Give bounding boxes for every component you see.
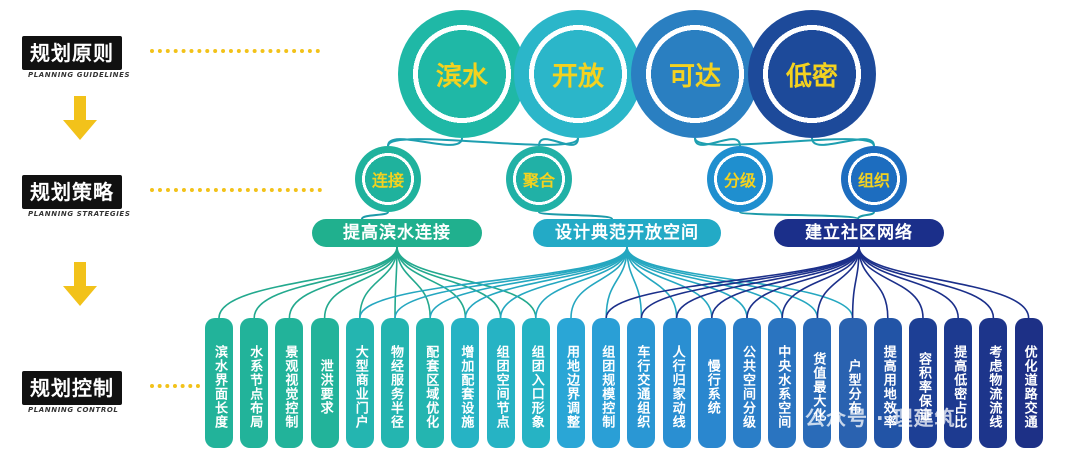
level-title: 规划策略 (22, 175, 122, 209)
goal-control-connector (675, 246, 860, 319)
goal-control-connector (253, 246, 398, 319)
strategy-circle: 分级 (707, 146, 773, 212)
principle-circle: 低密 (748, 10, 876, 138)
goal-control-connector (858, 246, 959, 319)
goal-control-connector (359, 246, 398, 319)
goal-control-connector (605, 246, 628, 319)
goal-control-connector (851, 246, 860, 319)
principle-strategy-connector (387, 137, 463, 147)
principle-strategy-connector (538, 137, 579, 147)
level-dotted-line (150, 49, 320, 53)
goal-control-connector (711, 246, 860, 319)
goal-control-connector (858, 246, 889, 319)
control-column: 人行归家动线 (662, 318, 691, 448)
goal-control-connector (394, 246, 398, 319)
goal-control-connector (499, 246, 628, 319)
level-title: 规划原则 (22, 36, 122, 70)
goal-control-connector (858, 246, 1030, 319)
strategy-goal-connector (361, 211, 389, 220)
strategy-goal-connector (538, 211, 613, 220)
goal-control-connector (464, 246, 628, 319)
control-column: 货值最大化 (803, 318, 832, 448)
principle-strategy-connector (694, 137, 741, 147)
strategy-goal-connector (739, 211, 859, 220)
goal-control-connector (323, 246, 398, 319)
control-column: 配套区域优化 (416, 318, 445, 448)
strategy-goal-connector (857, 211, 875, 220)
goal-control-connector (626, 246, 854, 319)
level-subtitle: PLANNING GUIDELINES (28, 71, 131, 79)
goal-control-connector (429, 246, 628, 319)
goal-control-connector (858, 246, 995, 319)
goal-control-connector (816, 246, 860, 319)
goal-control-connector (394, 246, 628, 319)
control-column: 组团空间节点 (486, 318, 515, 448)
control-column: 提高低密占比 (944, 318, 973, 448)
control-column: 组团入口形象 (521, 318, 550, 448)
goal-pill: 设计典范开放空间 (533, 219, 721, 247)
goal-control-connector (535, 246, 628, 319)
control-column: 增加配套设施 (451, 318, 480, 448)
principle-strategy-connector (811, 137, 875, 147)
principle-strategy-connector (694, 137, 875, 147)
control-column: 泄洪要求 (310, 318, 339, 448)
goal-control-connector (218, 246, 398, 319)
principle-circle: 开放 (514, 10, 642, 138)
control-column: 户型分布 (838, 318, 867, 448)
control-column: 中央水系空间 (768, 318, 797, 448)
control-column: 大型商业门户 (345, 318, 374, 448)
principle-strategy-connector (387, 137, 579, 147)
control-column: 车行交通组织 (627, 318, 656, 448)
goal-control-connector (626, 246, 783, 319)
level-subtitle: PLANNING CONTROL (28, 406, 119, 414)
control-column: 滨水界面长度 (205, 318, 233, 448)
goal-control-connector (640, 246, 860, 319)
level-dotted-line (150, 188, 322, 192)
control-column: 优化道路交通 (1014, 318, 1043, 448)
principle-circle: 滨水 (398, 10, 526, 138)
goal-control-connector (781, 246, 860, 319)
control-column: 考虑物流流线 (979, 318, 1008, 448)
level-title: 规划控制 (22, 371, 122, 405)
watermark-text: 公众号 · 理建筑 (805, 406, 956, 430)
strategy-circle: 聚合 (506, 146, 572, 212)
goal-control-connector (288, 246, 398, 319)
goal-control-connector (626, 246, 713, 319)
goal-control-connector (626, 246, 678, 319)
principle-circle: 可达 (631, 10, 759, 138)
control-column: 提高用地效率 (873, 318, 902, 448)
goal-pill: 提高滨水连接 (312, 219, 482, 247)
goal-control-connector (746, 246, 860, 319)
strategy-circle: 连接 (355, 146, 421, 212)
strategy-circle: 组织 (841, 146, 907, 212)
control-column: 水系节点布局 (240, 318, 269, 448)
goal-control-connector (359, 246, 628, 319)
control-column: 物经服务半径 (381, 318, 409, 448)
level-dotted-line (150, 384, 200, 388)
level-subtitle: PLANNING STRATEGIES (28, 210, 131, 218)
goal-control-connector (626, 246, 643, 319)
control-column: 组团规模控制 (592, 318, 621, 448)
goal-control-connector (570, 246, 628, 319)
goal-pill: 建立社区网络 (774, 219, 944, 247)
goal-control-connector (605, 246, 860, 319)
control-column: 用地边界调整 (557, 318, 585, 448)
control-column: 容积率保证 (909, 318, 937, 448)
control-column: 慢行系统 (697, 318, 726, 448)
goal-control-connector (396, 246, 537, 319)
control-column: 景观视觉控制 (275, 318, 304, 448)
goal-control-connector (396, 246, 431, 319)
control-column: 公共空间分级 (733, 318, 761, 448)
